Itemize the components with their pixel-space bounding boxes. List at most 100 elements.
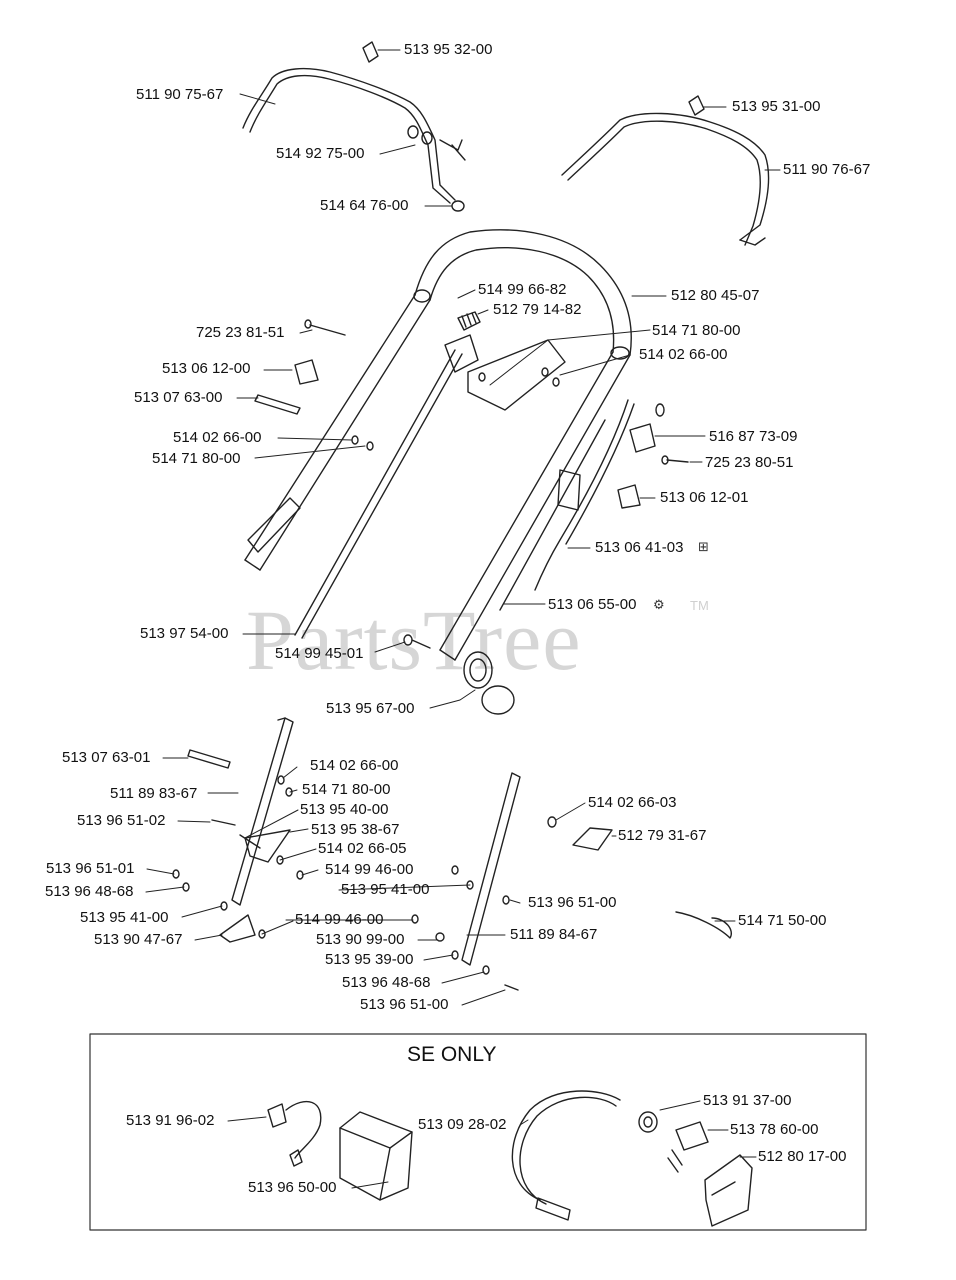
part-label[interactable]: 514 71 80-00: [302, 781, 391, 798]
bracket-512-79-31-67: [572, 827, 613, 851]
part-label[interactable]: 513 90 47-67: [94, 931, 183, 948]
part-label[interactable]: 513 06 41-03: [595, 539, 684, 556]
grip-513-95-31-00: [688, 95, 705, 116]
se-only-title: SE ONLY: [407, 1043, 497, 1066]
screw-725-23-81-51: [304, 319, 346, 336]
bracket-513-95-38-67: [244, 829, 291, 863]
part-label[interactable]: 725 23 81-51: [196, 324, 285, 341]
part-label[interactable]: 514 64 76-00: [320, 197, 409, 214]
part-label[interactable]: 512 79 31-67: [618, 827, 707, 844]
upper-handle-512-80-45-07: [244, 229, 632, 661]
part-label[interactable]: 511 90 75-67: [136, 86, 224, 103]
part-label[interactable]: 511 89 83-67: [110, 785, 198, 802]
assembly-icon: ⊞: [698, 540, 709, 555]
part-label[interactable]: 512 79 14-82: [493, 301, 582, 318]
watermark-trademark: TM: [690, 598, 709, 613]
leader-lines: [145, 49, 781, 1006]
part-label[interactable]: 513 95 32-00: [404, 41, 493, 58]
part-label[interactable]: 513 96 51-02: [77, 812, 166, 829]
part-label[interactable]: 513 91 96-02: [126, 1112, 215, 1129]
clamp-513-06-12-01: [617, 484, 641, 509]
part-label[interactable]: 514 99 46-00: [295, 911, 384, 928]
part-label[interactable]: 513 95 31-00: [732, 98, 821, 115]
part-label[interactable]: 514 92 75-00: [276, 145, 365, 162]
part-label[interactable]: 513 90 99-00: [316, 931, 405, 948]
part-label[interactable]: 513 09 28-02: [418, 1116, 507, 1133]
lower-handle-right-511-89-84-67: [461, 772, 521, 966]
part-label[interactable]: 514 99 66-82: [478, 281, 567, 298]
washers-left-514-02-66-00: [351, 435, 374, 451]
bolt-513-07-63-00: [254, 394, 301, 415]
part-label[interactable]: 511 89 84-67: [510, 926, 598, 943]
se-only-frame: [89, 1033, 867, 1231]
part-label[interactable]: 513 06 12-01: [660, 489, 749, 506]
key-switch-513-78-60-00: [667, 1121, 709, 1173]
spring-512-79-14-82: [457, 311, 481, 331]
part-label[interactable]: 513 91 37-00: [703, 1092, 792, 1109]
part-label[interactable]: 512 80 17-00: [758, 1148, 847, 1165]
part-label[interactable]: 513 96 51-00: [360, 996, 449, 1013]
part-label[interactable]: 513 96 51-01: [46, 860, 135, 877]
part-label[interactable]: 725 23 80-51: [705, 454, 794, 471]
clamp-513-06-12-00: [294, 359, 319, 385]
cover-512-80-17-00: [704, 1154, 753, 1227]
bushing-514-92-75-00: [407, 125, 433, 145]
cable-tie-514-71-50-00: [675, 911, 732, 939]
part-label[interactable]: 514 02 66-00: [173, 429, 262, 446]
part-label[interactable]: 514 02 66-03: [588, 794, 677, 811]
bolt-513-07-63-01: [187, 749, 231, 769]
part-label[interactable]: 514 99 45-01: [275, 645, 364, 662]
battery-513-96-50-00: [339, 1111, 413, 1201]
part-label[interactable]: 513 95 40-00: [300, 801, 389, 818]
kit-icon: ⚙: [653, 598, 665, 613]
part-label[interactable]: 514 02 66-05: [318, 840, 407, 857]
harness-513-09-28-02: [511, 1090, 621, 1221]
wire-513-91-96-02: [267, 1100, 322, 1167]
cable-513-06-41-03: [534, 399, 635, 591]
bail-right-511-90-76-67: [561, 112, 770, 246]
part-label[interactable]: 514 71 80-00: [152, 450, 241, 467]
washers-right-514-02-66-00: [478, 367, 560, 387]
parts-small-right: [411, 816, 557, 991]
part-label[interactable]: 513 95 39-00: [325, 951, 414, 968]
lower-handle-left-511-89-83-67: [231, 717, 294, 906]
part-label[interactable]: 513 95 41-00: [341, 881, 430, 898]
part-label[interactable]: 513 96 51-00: [528, 894, 617, 911]
part-label[interactable]: 516 87 73-09: [709, 428, 798, 445]
part-label[interactable]: 513 78 60-00: [730, 1121, 819, 1138]
nut-513-91-37-00: [638, 1111, 658, 1133]
part-label[interactable]: 513 96 48-68: [45, 883, 134, 900]
part-label[interactable]: 514 71 80-00: [652, 322, 741, 339]
knob-514-64-76-00: [451, 200, 465, 212]
part-label[interactable]: 513 07 63-00: [134, 389, 223, 406]
part-label[interactable]: 513 96 50-00: [248, 1179, 337, 1196]
part-label[interactable]: 513 95 41-00: [80, 909, 169, 926]
se-leader-lines: [227, 1100, 757, 1189]
switch-516-87-73-09: [629, 403, 665, 453]
plate-514-71-80-00: [467, 339, 566, 411]
part-label[interactable]: 513 06 55-00: [548, 596, 637, 613]
part-label[interactable]: 514 71 50-00: [738, 912, 827, 929]
screw-725-23-80-51: [661, 455, 689, 465]
part-label[interactable]: 514 02 66-00: [310, 757, 399, 774]
bracket-513-90-47-67: [219, 914, 256, 943]
cable-513-06-55-00: [499, 419, 606, 611]
pin-513-95-40-00: [239, 834, 261, 849]
part-label[interactable]: 513 95 38-67: [311, 821, 400, 838]
bolt-514-99-45-01: [403, 634, 431, 649]
part-label[interactable]: 511 90 76-67: [783, 161, 871, 178]
bail-left-511-90-75-67: [242, 67, 466, 204]
part-label[interactable]: 514 99 46-00: [325, 861, 414, 878]
part-label[interactable]: 513 06 12-00: [162, 360, 251, 377]
part-label[interactable]: 513 07 63-01: [62, 749, 151, 766]
part-label[interactable]: 513 97 54-00: [140, 625, 229, 642]
screw-513-96-51-02: [211, 819, 236, 826]
wheel-513-95-67-00: [463, 651, 515, 715]
part-label[interactable]: 513 96 48-68: [342, 974, 431, 991]
part-label[interactable]: 512 80 45-07: [671, 287, 760, 304]
part-label[interactable]: 514 02 66-00: [639, 346, 728, 363]
part-label[interactable]: 513 95 67-00: [326, 700, 415, 717]
grip-513-95-32-00: [362, 41, 379, 63]
